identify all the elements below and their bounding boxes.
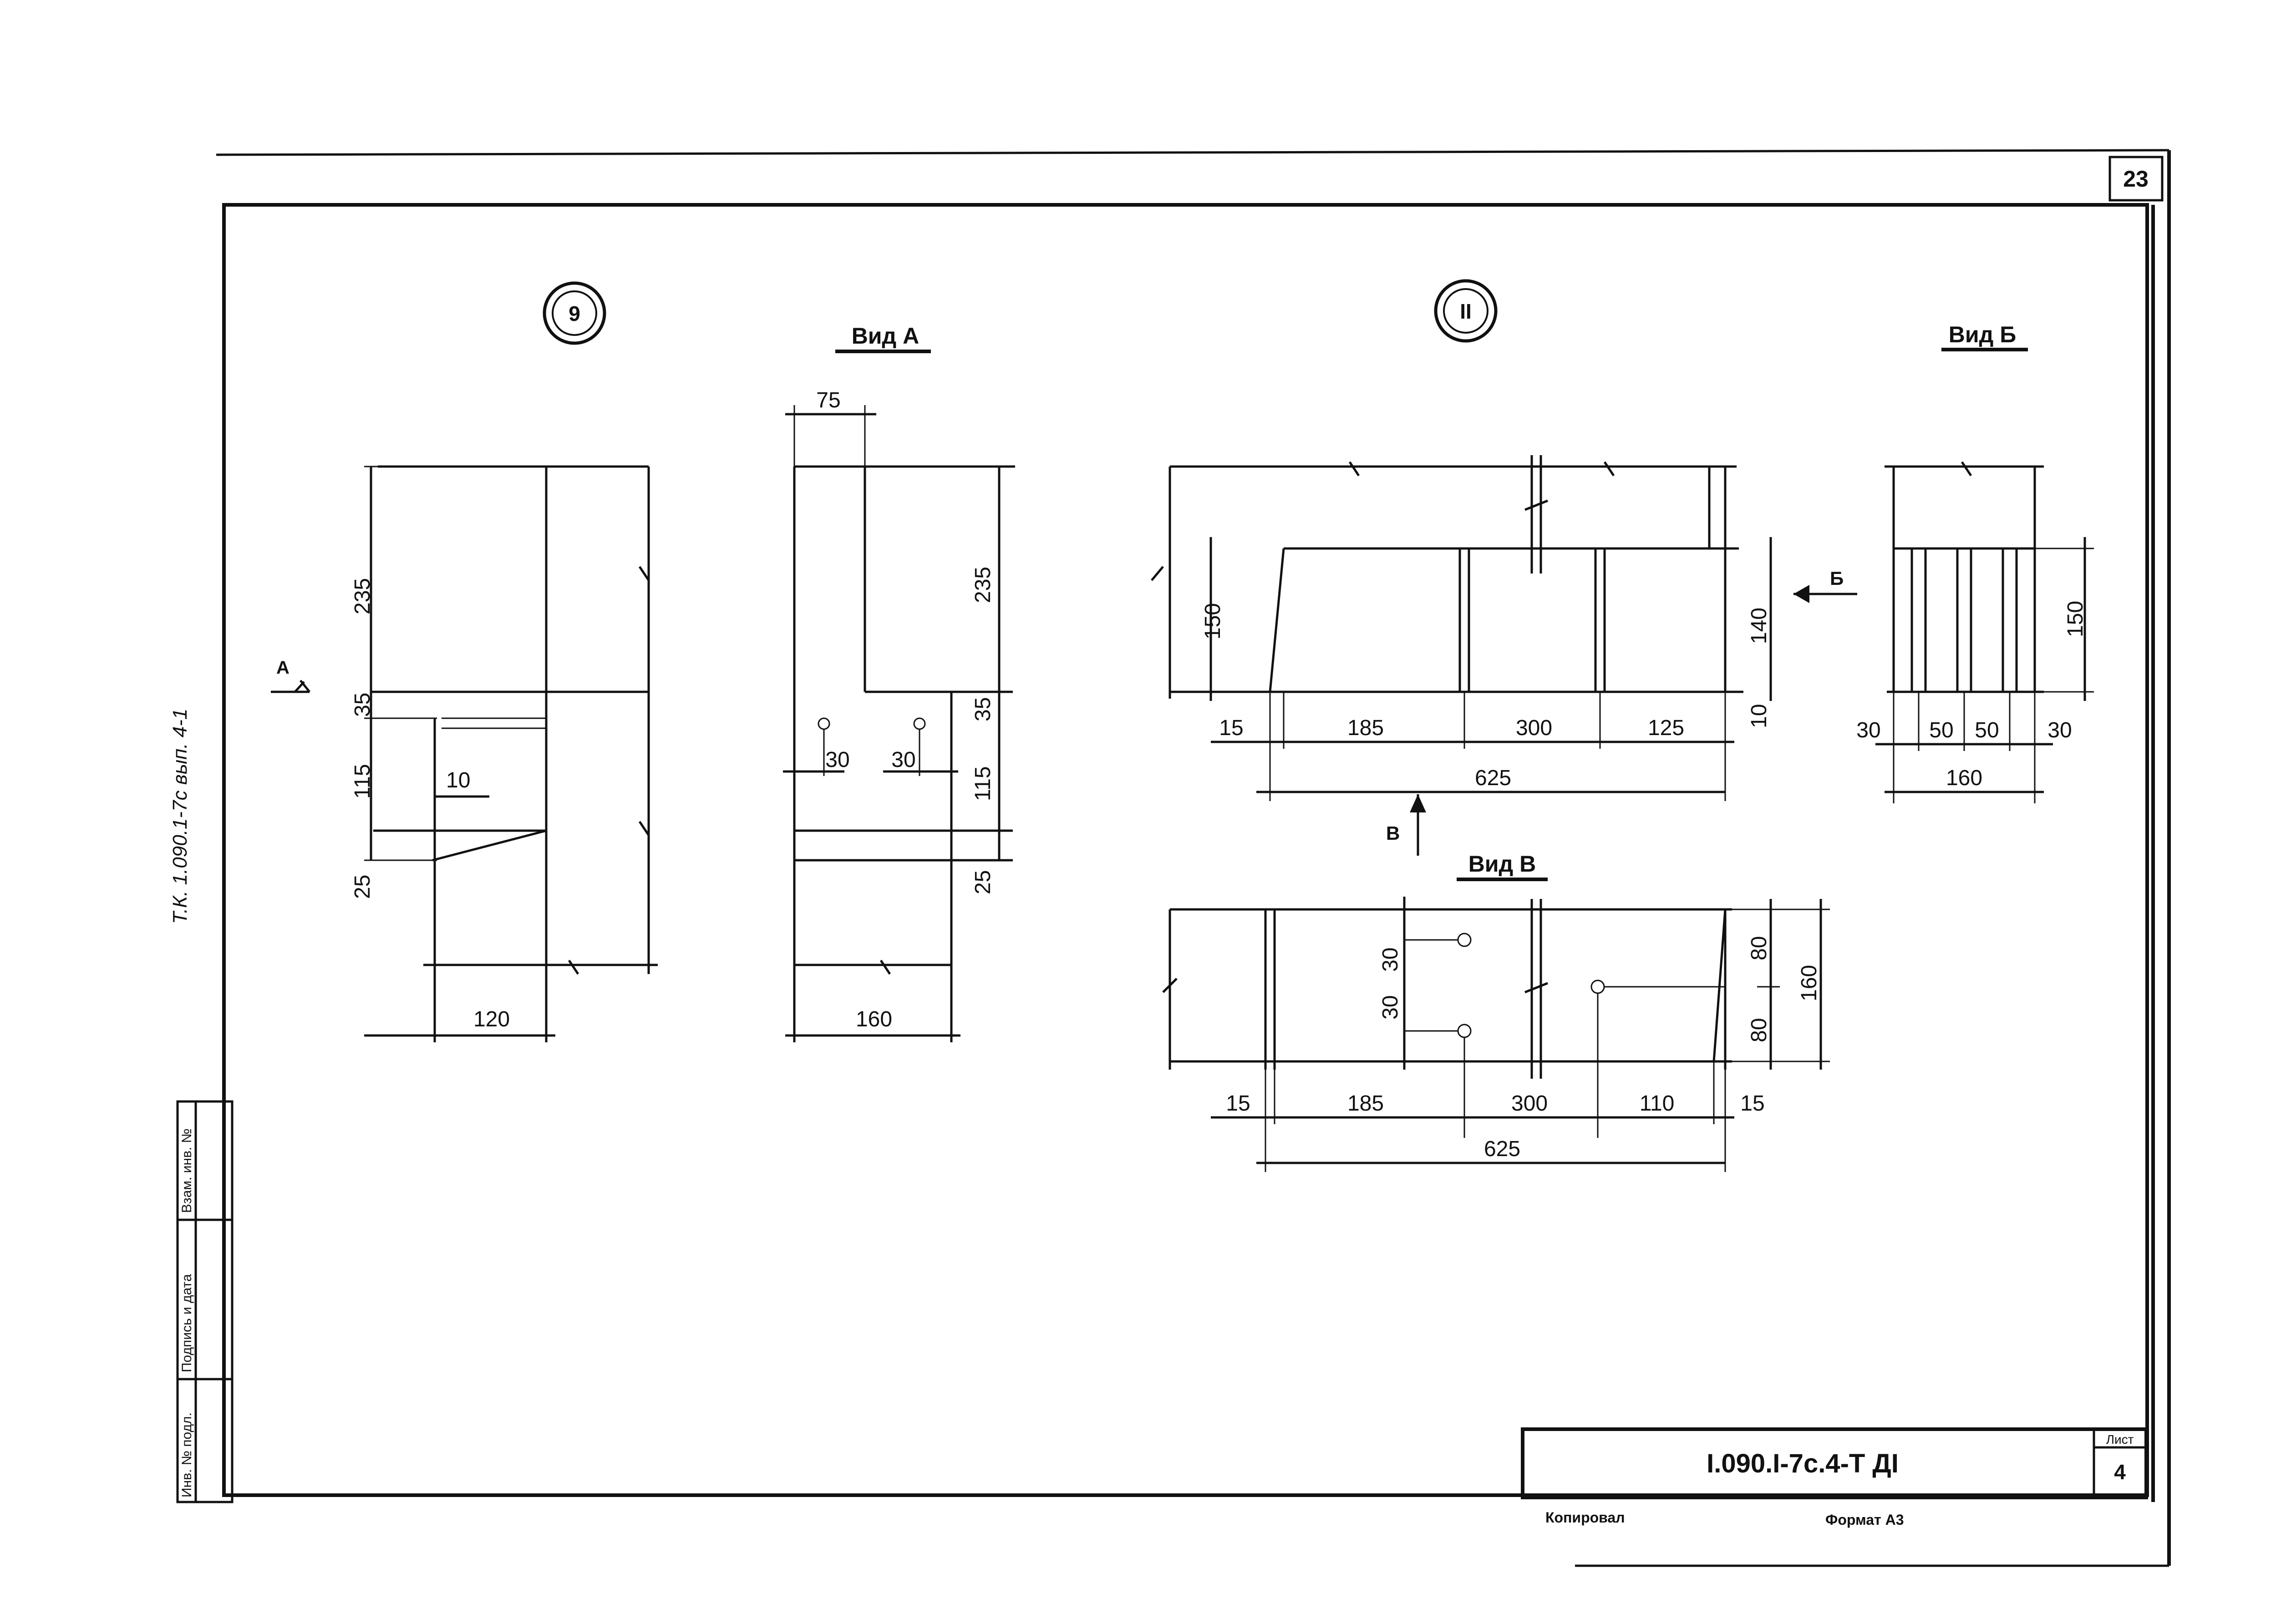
dim-va-w30a: 30 — [825, 748, 849, 772]
node-9-marker: 9 — [543, 281, 606, 345]
dim-vv-h30b: 30 — [1378, 995, 1402, 1020]
dim-vb-h150: 150 — [2063, 601, 2088, 637]
dim-n2-w625: 625 — [1475, 766, 1511, 790]
dim-vb-w30b: 30 — [2047, 718, 2072, 742]
dim-vb-w50b: 50 — [1975, 718, 1999, 742]
view-v-title: Вид В — [1468, 851, 1536, 877]
side-field-signature: Подпись и дата — [179, 1274, 194, 1372]
handwritten-stamp: Т.К. 1.090.1-7с вып. 4-1 — [169, 709, 191, 924]
view-b-drawing — [1875, 461, 2094, 803]
arrow-v-label: В — [1386, 822, 1400, 844]
dim-n1-h235: 235 — [351, 578, 375, 614]
node-ii-drawing — [1151, 455, 1772, 801]
format-label: Формат А3 — [1825, 1512, 1904, 1528]
dim-vv-w15b: 15 — [1740, 1091, 1764, 1116]
view-a-drawing — [783, 405, 1015, 1042]
dim-vv-h80b: 80 — [1747, 1018, 1771, 1042]
arrow-a-label: А — [276, 658, 290, 678]
dim-n2-h10: 10 — [1747, 704, 1771, 728]
list-number: 4 — [2114, 1460, 2126, 1484]
arrow-a — [271, 680, 310, 693]
dim-vv-w300: 300 — [1511, 1091, 1548, 1116]
dim-vb-w30a: 30 — [1856, 718, 1880, 742]
dim-n1-h25: 25 — [351, 875, 375, 899]
view-v-drawing — [1162, 897, 1830, 1172]
dim-va-h235: 235 — [971, 567, 995, 603]
dim-n1-h115: 115 — [351, 764, 375, 799]
dim-vb-w50a: 50 — [1929, 718, 1953, 742]
dim-n2-w15: 15 — [1219, 716, 1243, 740]
page-number-box: 23 — [2108, 156, 2164, 202]
svg-text:II: II — [1460, 299, 1472, 323]
dim-va-w30b: 30 — [891, 748, 915, 772]
dim-vv-w185: 185 — [1347, 1091, 1384, 1116]
dim-n2-w125: 125 — [1648, 716, 1684, 740]
svg-text:9: 9 — [569, 302, 580, 325]
side-stamp-block: Инв. № подл. Подпись и дата Взам. инв. № — [176, 1100, 234, 1503]
dim-n1-w10: 10 — [446, 768, 470, 792]
node-ii-marker: II — [1434, 279, 1498, 343]
dim-vv-h30a: 30 — [1378, 948, 1402, 972]
dim-va-w160: 160 — [856, 1007, 892, 1031]
side-field-inv: Инв. № подл. — [179, 1412, 194, 1497]
sheet-frame — [216, 149, 2171, 1567]
dim-va-h115: 115 — [971, 766, 995, 801]
view-a-title: Вид А — [852, 323, 920, 349]
page-number: 23 — [2123, 166, 2149, 192]
dim-n2-h140: 140 — [1747, 608, 1771, 644]
dim-va-h35: 35 — [971, 697, 995, 721]
dim-n1-h35: 35 — [351, 693, 375, 717]
dim-vv-w110: 110 — [1640, 1091, 1675, 1116]
view-b-title: Вид Б — [1949, 322, 2016, 347]
dim-vb-w160: 160 — [1946, 766, 1982, 790]
dim-n2-w300: 300 — [1516, 716, 1552, 740]
dim-n2-h150: 150 — [1201, 603, 1225, 639]
arrow-v — [1410, 794, 1426, 856]
dim-n2-w185: 185 — [1347, 716, 1384, 740]
dim-va-h25: 25 — [971, 870, 995, 894]
dim-vv-h80a: 80 — [1747, 936, 1771, 960]
title-block: I.090.I-7c.4-Т ДI Лист 4 — [1521, 1427, 2148, 1499]
arrow-b-label: Б — [1830, 568, 1844, 589]
list-label: Лист — [2106, 1432, 2134, 1446]
dim-n1-w120: 120 — [473, 1007, 510, 1031]
dim-vv-w15a: 15 — [1226, 1091, 1250, 1116]
dim-vv-w625: 625 — [1484, 1137, 1520, 1161]
node-9-drawing — [294, 465, 658, 1042]
copied-label: Копировал — [1545, 1509, 1625, 1526]
side-field-replace: Взам. инв. № — [179, 1128, 194, 1213]
arrow-b — [1793, 585, 1857, 603]
dim-vv-h160: 160 — [1797, 965, 1821, 1001]
drawing-designation: I.090.I-7c.4-Т ДI — [1707, 1449, 1899, 1478]
dim-va-w75: 75 — [816, 388, 840, 412]
